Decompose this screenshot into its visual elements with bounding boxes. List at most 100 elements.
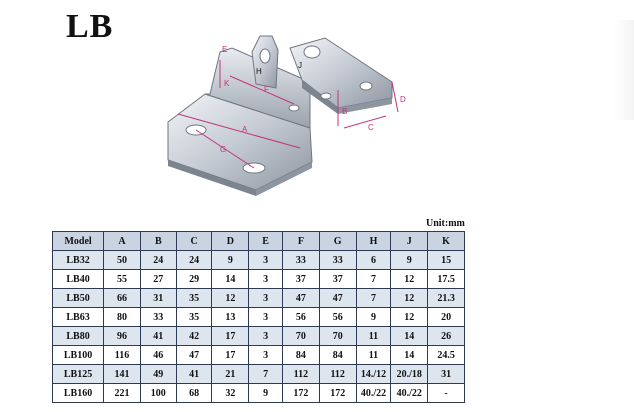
- model-cell: LB50: [51, 288, 105, 308]
- value-cell: 68: [175, 383, 213, 403]
- dim-label-h: H: [256, 67, 262, 76]
- value-cell: 12: [211, 288, 250, 308]
- value-cell: 40./22: [390, 383, 429, 403]
- column-header-g: G: [318, 231, 357, 251]
- value-cell: 9: [248, 383, 283, 403]
- dim-line-c: [343, 115, 387, 129]
- value-cell: 35: [175, 288, 213, 308]
- value-cell: 17.5: [427, 269, 465, 289]
- edge-shadow: [614, 20, 634, 120]
- value-cell: 3: [248, 326, 283, 346]
- upper-hole-right: [359, 81, 373, 91]
- value-cell: 50: [103, 250, 141, 270]
- dim-label-b: B: [342, 107, 347, 116]
- value-cell: 47: [318, 288, 357, 308]
- value-cell: 100: [139, 383, 177, 403]
- value-cell: 3: [248, 345, 283, 365]
- value-cell: 55: [103, 269, 141, 289]
- value-cell: 12: [390, 269, 429, 289]
- model-cell: LB32: [51, 250, 105, 270]
- value-cell: 17: [211, 345, 250, 365]
- dim-label-a: A: [242, 125, 248, 134]
- value-cell: 35: [175, 307, 213, 327]
- value-cell: 47: [175, 345, 213, 365]
- dim-label-e: E: [222, 45, 227, 54]
- page-title: LB: [66, 8, 114, 45]
- value-cell: 14./12: [355, 364, 392, 384]
- value-cell: 12: [390, 288, 429, 308]
- value-cell: 3: [248, 307, 283, 327]
- value-cell: 9: [211, 250, 250, 270]
- value-cell: 80: [103, 307, 141, 327]
- value-cell: 27: [139, 269, 177, 289]
- value-cell: 70: [318, 326, 357, 346]
- value-cell: 37: [282, 269, 320, 289]
- value-cell: 13: [211, 307, 250, 327]
- value-cell: 7: [355, 288, 392, 308]
- dim-line-g: [195, 129, 255, 169]
- value-cell: 42: [175, 326, 213, 346]
- value-cell: 141: [103, 364, 141, 384]
- value-cell: 3: [248, 269, 283, 289]
- value-cell: 33: [318, 250, 357, 270]
- value-cell: 9: [390, 250, 429, 270]
- value-cell: 20: [427, 307, 465, 327]
- tab-hole: [259, 48, 271, 64]
- column-header-d: D: [211, 231, 250, 251]
- model-cell: LB63: [51, 307, 105, 327]
- dim-line-a: [177, 113, 301, 149]
- model-cell: LB160: [51, 383, 105, 403]
- value-cell: 14: [390, 326, 429, 346]
- value-cell: 37: [318, 269, 357, 289]
- value-cell: 49: [139, 364, 177, 384]
- value-cell: 7: [248, 364, 283, 384]
- dim-label-j: J: [298, 61, 302, 70]
- value-cell: 66: [103, 288, 141, 308]
- column-header-f: F: [282, 231, 320, 251]
- upper-hole-j: [303, 45, 321, 59]
- dim-label-k: K: [224, 79, 230, 88]
- model-cell: LB80: [51, 326, 105, 346]
- value-cell: 3: [248, 288, 283, 308]
- value-cell: 21.3: [427, 288, 465, 308]
- value-cell: 56: [282, 307, 320, 327]
- unit-label: Unit:mm: [426, 218, 465, 229]
- value-cell: 29: [175, 269, 213, 289]
- value-cell: 172: [318, 383, 357, 403]
- bracket-illustration: A G F B C D E H J K: [167, 35, 406, 196]
- value-cell: 24: [175, 250, 213, 270]
- value-cell: 21: [211, 364, 250, 384]
- column-header-e: E: [248, 231, 283, 251]
- value-cell: 31: [139, 288, 177, 308]
- dim-line-d: [391, 81, 399, 113]
- value-cell: 32: [211, 383, 250, 403]
- value-cell: 11: [355, 326, 392, 346]
- value-cell: 70: [282, 326, 320, 346]
- column-header-k: K: [427, 231, 465, 251]
- value-cell: 41: [175, 364, 213, 384]
- dim-line-f: [229, 75, 295, 105]
- value-cell: 15: [427, 250, 465, 270]
- value-cell: 172: [282, 383, 320, 403]
- value-cell: 96: [103, 326, 141, 346]
- column-header-h: H: [355, 231, 392, 251]
- dim-label-g: G: [220, 145, 226, 154]
- value-cell: 26: [427, 326, 465, 346]
- value-cell: 112: [282, 364, 320, 384]
- base-plate: [167, 93, 313, 196]
- value-cell: 33: [282, 250, 320, 270]
- value-cell: 47: [282, 288, 320, 308]
- value-cell: 41: [139, 326, 177, 346]
- value-cell: 14: [211, 269, 250, 289]
- value-cell: 116: [103, 345, 141, 365]
- value-cell: 17: [211, 326, 250, 346]
